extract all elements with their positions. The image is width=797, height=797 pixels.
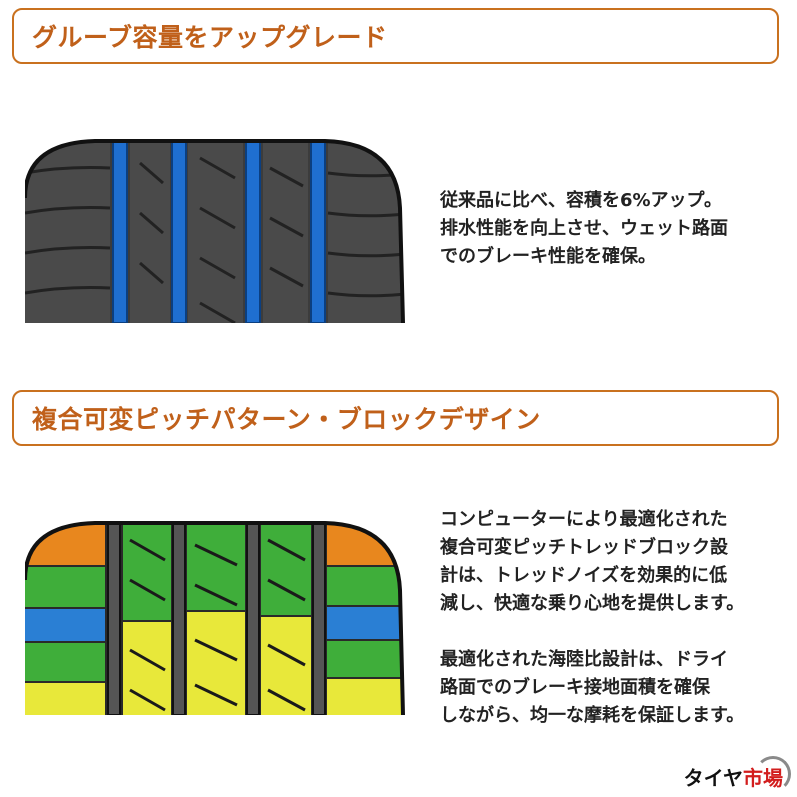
paragraph-gap <box>440 618 744 646</box>
tread-pitch-image <box>25 521 405 715</box>
section2-title: 複合可変ピッチパターン・ブロックデザイン <box>32 405 541 434</box>
section2-p2-line-3: しながら、均一な摩耗を保証します。 <box>440 705 745 726</box>
section1-description: 従来品に比べ、容積を6%アップ。 排水性能を向上させ、ウェット路面 でのブレーキ… <box>440 187 728 271</box>
section1-line-3: でのブレーキ性能を確保。 <box>440 246 656 267</box>
section2-p1-line-3: 計は、トレッドノイズを効果的に低 <box>440 565 728 586</box>
section1-header: グルーブ容量をアップグレード <box>12 8 779 64</box>
logo-ring-icon <box>755 756 791 792</box>
logo-text-part2: 市場 <box>743 756 791 792</box>
section2-header: 複合可変ピッチパターン・ブロックデザイン <box>12 390 779 446</box>
section1-line-1: 従来品に比べ、容積を6%アップ。 <box>440 190 723 211</box>
section2-p1-line-4: 減し、快適な乗り心地を提供します。 <box>440 593 745 614</box>
section2-p2-line-1: 最適化された海陸比設計は、ドライ <box>440 649 728 670</box>
logo-text-part1: タイヤ <box>683 766 743 790</box>
tread-groove-image <box>25 139 405 323</box>
section2-description: コンピューターにより最適化された 複合可変ピッチトレッドブロック設 計は、トレッ… <box>440 506 744 730</box>
section2-p2-line-2: 路面でのブレーキ接地面積を確保 <box>440 677 710 698</box>
section1-title: グルーブ容量をアップグレード <box>32 23 388 52</box>
section2-p1-line-2: 複合可変ピッチトレッドブロック設 <box>440 537 728 558</box>
brand-logo: タイヤ 市場 <box>683 756 791 792</box>
section2-p1-line-1: コンピューターにより最適化された <box>440 509 728 530</box>
section1-line-2: 排水性能を向上させ、ウェット路面 <box>440 218 728 239</box>
